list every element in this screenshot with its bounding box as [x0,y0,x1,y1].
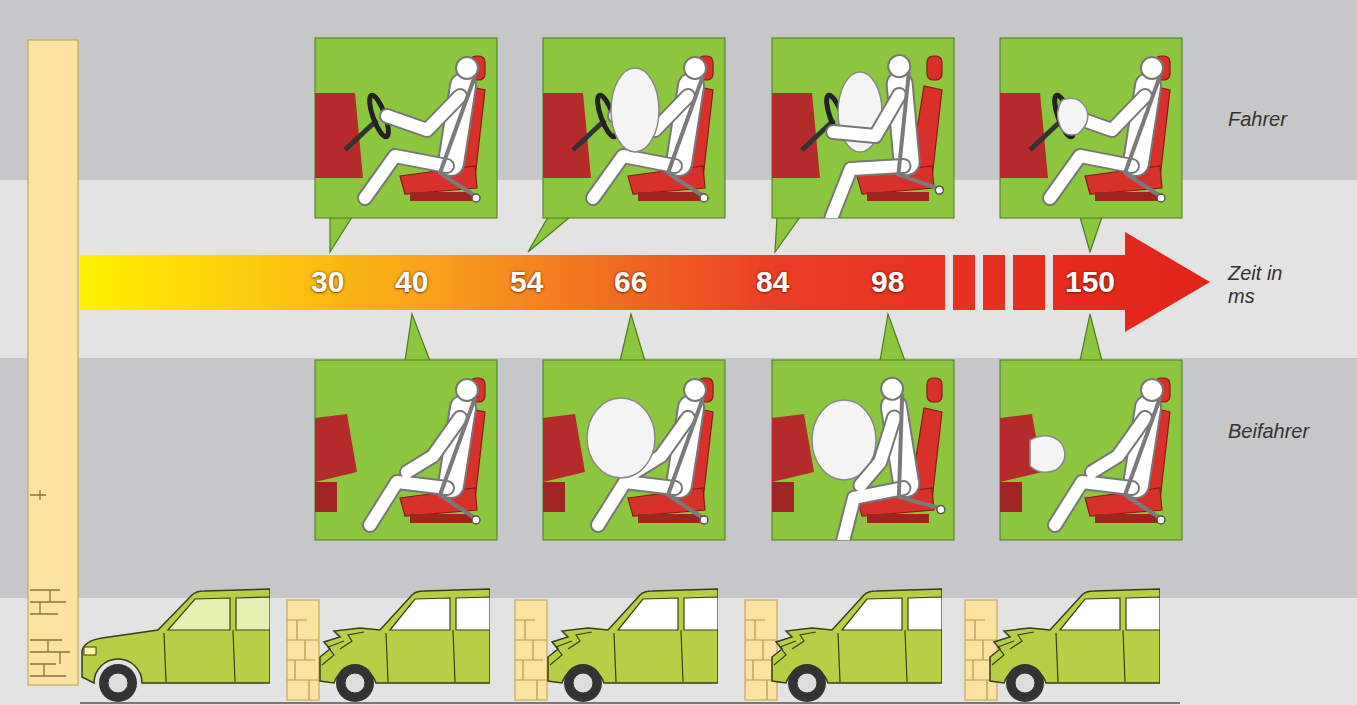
time-value: 150 [1065,265,1115,299]
row-label: Fahrer [1228,108,1338,131]
time-value: 40 [395,265,428,299]
time-value: 30 [311,265,344,299]
row-label: Zeit in ms [1228,262,1300,308]
time-value: 66 [614,265,647,299]
driver-30 [315,38,497,218]
time-arrow: 30 40 54 66 84 98 150 [80,232,1210,332]
row-label: Beifahrer [1228,420,1338,443]
time-value: 98 [871,265,904,299]
time-value: 84 [756,265,789,299]
time-value: 54 [510,265,543,299]
